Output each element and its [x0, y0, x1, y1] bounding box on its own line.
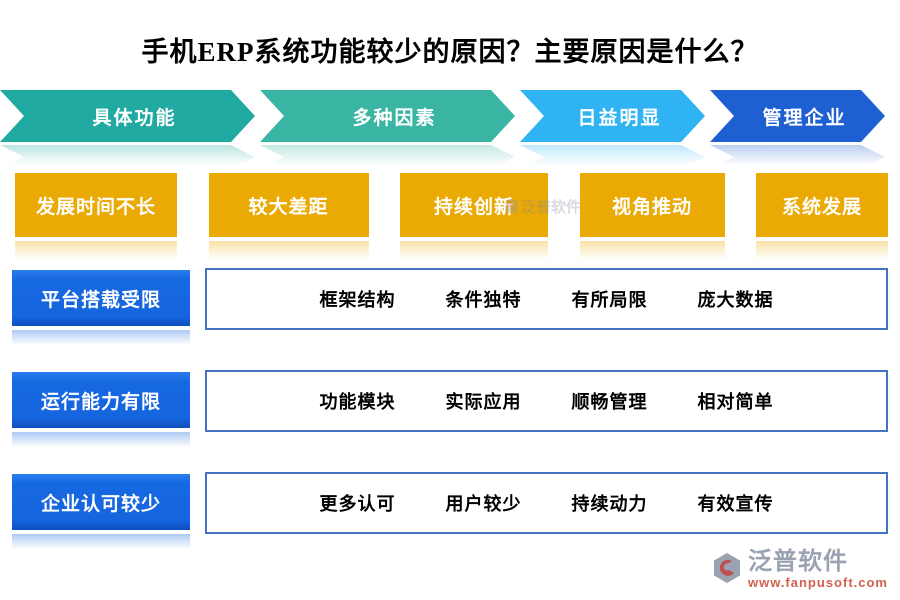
reason-item: 顺畅管理 [571, 392, 648, 412]
banner-segment-increasingly-obvious: 日益明显 [520, 90, 705, 142]
factor-box-continuous-innovation: 持续创新 [400, 173, 548, 237]
reason-label-limited-capability: 运行能力有限 [12, 372, 190, 428]
reason-detail-box: 功能模块 实际应用 顺畅管理 相对简单 [205, 370, 888, 432]
banner-segment-label: 管理企业 [762, 107, 847, 129]
reason-label-reflection [12, 534, 190, 552]
reason-row-platform: 平台搭载受限 框架结构 条件独特 有所局限 庞大数据 [12, 268, 888, 348]
factor-label: 视角推动 [611, 196, 692, 218]
reason-row-capability: 运行能力有限 功能模块 实际应用 顺畅管理 相对简单 [12, 370, 888, 450]
factor-reflection [208, 241, 369, 263]
factor-label: 较大差距 [248, 196, 329, 218]
factor-row: 发展时间不长 较大差距 持续创新 视角推动 系统发展 [15, 173, 888, 263]
reason-row-recognition: 企业认可较少 更多认可 用户较少 持续动力 有效宣传 [12, 472, 888, 552]
factor-reflection [756, 241, 888, 263]
reason-detail-box: 框架结构 条件独特 有所局限 庞大数据 [205, 268, 888, 330]
footer-site-url[interactable]: www.fanpusoft.com [747, 575, 888, 590]
fanpu-logo-icon [713, 553, 740, 583]
banner-segment-label: 具体功能 [92, 107, 177, 129]
reason-detail-box: 更多认可 用户较少 持续动力 有效宣传 [205, 472, 888, 534]
reason-item: 有效宣传 [697, 494, 774, 514]
reason-label-platform-limited: 平台搭载受限 [12, 270, 190, 326]
process-banner: 具体功能 多种因素 日益明显 管理企业 [0, 90, 888, 169]
banner-segment-label: 日益明显 [577, 107, 662, 129]
factor-label: 系统发展 [781, 196, 862, 218]
factor-box-perspective-drive: 视角推动 [579, 173, 725, 237]
factor-box-large-gap: 较大差距 [208, 173, 369, 237]
reason-item: 持续动力 [571, 494, 648, 514]
banner-segment-label: 多种因素 [352, 107, 437, 129]
reason-item: 框架结构 [319, 290, 396, 310]
page-title: 手机ERP系统功能较少的原因？主要原因是什么？ [141, 37, 759, 67]
reason-label-reflection [12, 432, 190, 450]
banner-segment-manage-enterprise: 管理企业 [710, 90, 885, 142]
reason-item: 更多认可 [319, 494, 396, 514]
factor-reflection [579, 241, 725, 263]
reason-item: 有所局限 [571, 290, 648, 310]
banner-segment-specific-functions: 具体功能 [0, 90, 255, 142]
reason-item: 实际应用 [445, 392, 522, 412]
factor-box-system-development: 系统发展 [756, 173, 888, 237]
reason-label-text: 企业认可较少 [40, 493, 161, 515]
reason-item: 条件独特 [445, 290, 522, 310]
footer-brand-block: 泛普软件 www.fanpusoft.com [710, 549, 888, 590]
footer-brand-name: 泛普软件 [747, 548, 848, 575]
banner-segment-multiple-factors: 多种因素 [260, 90, 515, 142]
reason-item: 庞大数据 [697, 290, 774, 310]
factor-reflection [15, 241, 177, 263]
factor-label: 发展时间不长 [35, 196, 156, 218]
reason-label-text: 运行能力有限 [40, 391, 161, 413]
factor-reflection [400, 241, 548, 263]
reason-item: 用户较少 [445, 494, 522, 514]
factor-box-development-time: 发展时间不长 [15, 173, 177, 237]
reason-label-low-recognition: 企业认可较少 [12, 474, 190, 530]
reason-label-text: 平台搭载受限 [40, 289, 161, 311]
reason-item: 功能模块 [319, 392, 396, 412]
reason-item: 相对简单 [697, 392, 774, 412]
banner-reflection [0, 145, 888, 169]
factor-label: 持续创新 [433, 196, 514, 218]
reason-label-reflection [12, 330, 190, 348]
